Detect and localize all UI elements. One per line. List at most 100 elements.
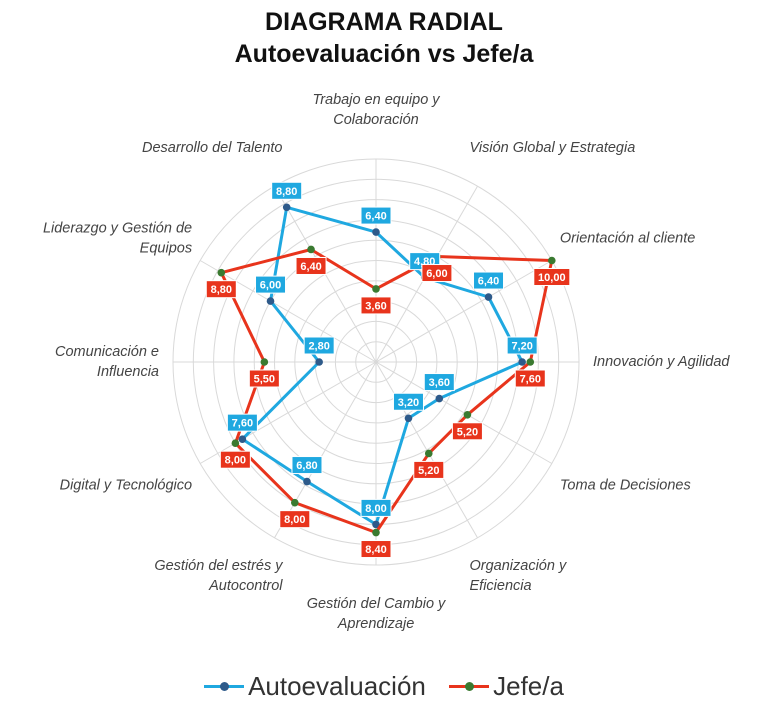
data-label-box bbox=[255, 275, 287, 294]
data-label-box bbox=[421, 264, 453, 283]
data-point bbox=[463, 410, 472, 419]
data-label: 6,80 bbox=[291, 456, 323, 475]
data-label: 6,00 bbox=[255, 275, 287, 294]
data-label-text: 8,00 bbox=[284, 514, 305, 526]
category-label-line: Equipos bbox=[140, 241, 192, 257]
category-label-line: Organización y bbox=[470, 558, 567, 574]
data-label-text: 3,60 bbox=[365, 300, 386, 312]
data-label-box bbox=[360, 296, 392, 315]
data-label-box bbox=[248, 369, 280, 388]
category-label-line: Innovación y Agilidad bbox=[593, 354, 730, 370]
data-label-text: 6,00 bbox=[260, 280, 281, 292]
chart-title-block: DIAGRAMA RADIAL Autoevaluación vs Jefe/a bbox=[0, 6, 768, 70]
data-label: 5,20 bbox=[413, 460, 445, 479]
grid-spoke bbox=[199, 361, 377, 464]
data-point bbox=[372, 285, 380, 293]
data-point bbox=[484, 293, 493, 301]
data-label-text: 2,80 bbox=[308, 341, 329, 353]
data-point bbox=[372, 228, 380, 236]
data-point bbox=[307, 245, 315, 254]
category-label-line: Desarrollo del Talento bbox=[142, 140, 283, 156]
legend-label-jefe: Jefe/a bbox=[493, 671, 564, 701]
data-label: 3,60 bbox=[360, 296, 392, 315]
data-label-text: 5,50 bbox=[254, 374, 275, 386]
data-label-text: 3,20 bbox=[398, 397, 419, 409]
data-point bbox=[266, 297, 275, 305]
data-label-box bbox=[360, 498, 392, 517]
category-label-line: Gestión del Cambio y bbox=[307, 596, 446, 612]
data-label: 7,60 bbox=[226, 413, 258, 432]
data-point bbox=[424, 449, 433, 458]
data-label-box bbox=[451, 422, 483, 441]
data-label-text: 10,00 bbox=[538, 272, 566, 284]
grid-spoke bbox=[375, 361, 478, 539]
chart-subtitle: Autoevaluación vs Jefe/a bbox=[234, 40, 534, 68]
data-label-box bbox=[413, 460, 445, 479]
data-point bbox=[217, 268, 226, 277]
data-label-box bbox=[360, 206, 392, 225]
data-label: 3,60 bbox=[423, 373, 455, 392]
category-label: Toma de Decisiones bbox=[560, 478, 691, 494]
data-label-text: 8,40 bbox=[365, 544, 386, 556]
data-label: 6,40 bbox=[295, 256, 327, 275]
data-label: 10,00 bbox=[533, 268, 571, 286]
legend-line-jefe bbox=[449, 682, 490, 691]
data-label-box bbox=[423, 373, 455, 392]
data-label: 7,20 bbox=[506, 336, 538, 355]
data-label-text: 7,20 bbox=[511, 341, 532, 353]
category-label-line: Gestión del estrés y bbox=[154, 558, 283, 574]
data-label-box bbox=[506, 336, 538, 355]
radar-grid bbox=[172, 158, 580, 566]
data-label-box bbox=[303, 336, 335, 355]
legend-line-autoevaluacion bbox=[204, 682, 245, 691]
data-label-text: 5,20 bbox=[418, 465, 439, 477]
data-point bbox=[548, 256, 556, 265]
category-label: Visión Global y Estrategia bbox=[470, 140, 636, 156]
data-point bbox=[404, 414, 413, 423]
category-label: Liderazgo y Gestión de Equipos bbox=[43, 221, 192, 257]
data-label-box bbox=[514, 369, 546, 388]
data-label-text: 6,40 bbox=[365, 211, 386, 223]
data-label-box bbox=[291, 456, 323, 475]
data-label-box bbox=[295, 256, 327, 275]
data-point bbox=[291, 498, 299, 507]
category-label-line: Autocontrol bbox=[208, 578, 283, 594]
data-point bbox=[282, 203, 291, 212]
category-label-line: Colaboración bbox=[333, 112, 418, 128]
data-label: 5,50 bbox=[248, 369, 280, 388]
data-label-text: 7,60 bbox=[232, 418, 253, 430]
data-label-box bbox=[392, 392, 424, 411]
category-label: Digital y Tecnológico bbox=[60, 478, 192, 494]
data-label: 8,80 bbox=[205, 280, 237, 299]
data-label: 8,00 bbox=[219, 450, 251, 469]
data-label: 8,00 bbox=[279, 510, 311, 529]
category-label: Desarrollo del Talento bbox=[142, 140, 283, 156]
data-label-text: 6,40 bbox=[300, 261, 321, 273]
grid-spoke bbox=[199, 260, 377, 363]
data-point bbox=[238, 435, 247, 443]
data-point bbox=[372, 528, 380, 537]
category-label-line: Digital y Tecnológico bbox=[60, 478, 192, 494]
legend-item-autoevaluacion: Autoevaluación bbox=[204, 671, 426, 702]
data-label-text: 5,20 bbox=[457, 426, 478, 438]
data-label-box bbox=[205, 280, 237, 299]
chart-title: DIAGRAMA RADIAL bbox=[265, 8, 503, 36]
data-label-box bbox=[271, 181, 303, 200]
data-label: 8,80 bbox=[271, 181, 303, 200]
data-point bbox=[526, 358, 535, 366]
data-point bbox=[518, 358, 526, 366]
data-label-box bbox=[279, 510, 311, 529]
data-label-box bbox=[360, 540, 392, 559]
category-label-line: Orientación al cliente bbox=[560, 231, 695, 247]
data-label-text: 6,80 bbox=[296, 460, 317, 472]
data-label: 6,40 bbox=[360, 206, 392, 225]
data-point bbox=[231, 439, 240, 448]
data-label-box bbox=[219, 450, 251, 469]
grid-spoke bbox=[274, 361, 377, 539]
category-label-line: Toma de Decisiones bbox=[560, 478, 691, 494]
data-label-text: 6,00 bbox=[426, 268, 447, 280]
category-label-line: Liderazgo y Gestión de bbox=[43, 221, 192, 237]
legend: Autoevaluación Jefe/a bbox=[0, 664, 768, 702]
